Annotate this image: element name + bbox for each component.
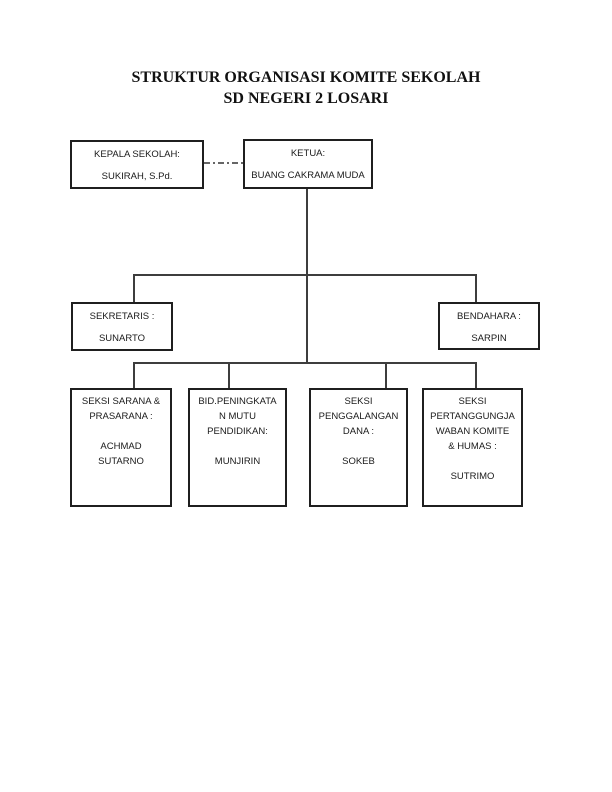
node-bendahara: BENDAHARA : SARPIN	[438, 302, 540, 350]
connector-ketua-vertical	[306, 189, 308, 364]
connector-row3-horizontal	[133, 362, 477, 364]
node-kepala-sekolah: KEPALA SEKOLAH: SUKIRAH, S.Pd.	[70, 140, 204, 189]
node-bid-peningkatan-mutu: BID.PENINGKATA N MUTU PENDIDIKAN: MUNJIR…	[188, 388, 287, 507]
chart-title: STRUKTUR ORGANISASI KOMITE SEKOLAH SD NE…	[131, 69, 481, 107]
node-sekretaris: SEKRETARIS : SUNARTO	[71, 302, 173, 351]
connector-seksi-sarana-drop	[133, 362, 135, 388]
connector-kepala-ketua-dashdot	[204, 162, 243, 164]
connector-row2-horizontal	[133, 274, 477, 276]
connector-sekretaris-drop	[133, 274, 135, 302]
connector-seksi-pertanggungjawaban-drop	[475, 362, 477, 388]
connector-seksi-penggalangan-drop	[385, 362, 387, 388]
connector-bendahara-drop	[475, 274, 477, 302]
connector-bid-peningkatan-drop	[228, 362, 230, 388]
node-seksi-sarana-prasarana: SEKSI SARANA & PRASARANA : ACHMAD SUTARN…	[70, 388, 172, 507]
node-seksi-pertanggungjawaban-humas: SEKSI PERTANGGUNGJA WABAN KOMITE & HUMAS…	[422, 388, 523, 507]
node-seksi-penggalangan-dana: SEKSI PENGGALANGAN DANA : SOKEB	[309, 388, 408, 507]
node-ketua: KETUA: BUANG CAKRAMA MUDA	[243, 139, 373, 189]
